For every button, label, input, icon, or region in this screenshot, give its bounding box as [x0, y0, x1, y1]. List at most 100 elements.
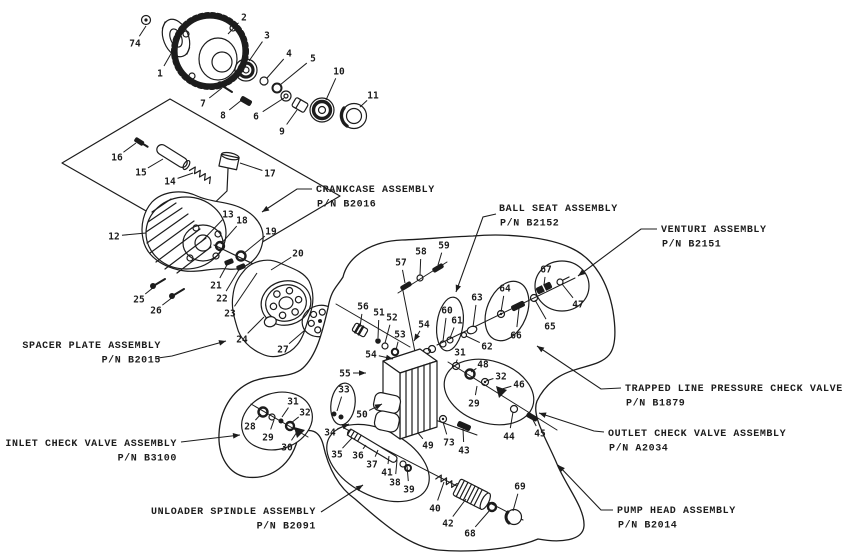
part-leader-line — [395, 341, 399, 351]
part-leader-line — [147, 158, 164, 169]
part-number-label: 30 — [281, 442, 293, 453]
part-number-label: 25 — [133, 294, 145, 305]
part-leader-line — [228, 98, 244, 111]
screw-16 — [134, 137, 149, 148]
part-number-label: 43 — [458, 445, 470, 456]
part-leader-line — [342, 437, 353, 449]
leader-arrowhead — [558, 465, 565, 472]
ring-39 — [404, 464, 412, 472]
part-leader-line — [239, 162, 263, 171]
part-leader-line — [472, 304, 477, 328]
part-number-label: 31 — [287, 396, 299, 407]
part-leader-line — [362, 444, 367, 450]
assembly-label-inlet-check-valve-assembly: INLET CHECK VALVE ASSEMBLY — [5, 439, 177, 450]
part-number-label: 64 — [499, 283, 511, 294]
part-leader-line — [500, 295, 505, 313]
assembly-label-venturi-assembly: VENTURI ASSEMBLY — [661, 225, 767, 236]
ball-69 — [504, 508, 523, 526]
crankcase-group — [141, 191, 275, 299]
seat-48 — [464, 368, 476, 380]
assembly-label-outlet-check-valve-assembly: OUTLET CHECK VALVE ASSEMBLY — [608, 429, 786, 440]
part-leader-line — [417, 432, 424, 440]
part-number-label: 36 — [352, 450, 364, 461]
part-number-label: 4 — [286, 48, 292, 59]
part-number-label: 14 — [164, 176, 176, 187]
part-number-label: 22 — [216, 293, 227, 304]
assembly-leader-line — [536, 345, 622, 390]
ball-31-inlet — [278, 418, 284, 424]
part-number-label: 44 — [503, 431, 515, 442]
bolt-57 — [400, 281, 412, 291]
part-number-label: 5 — [310, 53, 316, 64]
part-leader-line — [387, 455, 390, 465]
part-leader-line — [465, 335, 480, 344]
bolt-26 — [169, 288, 185, 299]
part-number-label: 48 — [477, 359, 489, 370]
bolt-43 — [457, 421, 471, 431]
part-leader-line — [470, 368, 477, 373]
part-number-label: 54 — [365, 349, 377, 360]
bearing-10 — [309, 97, 335, 123]
part-number-label: 32 — [299, 407, 310, 418]
part-number-label: 65 — [544, 321, 556, 332]
part-leader-line — [452, 498, 467, 517]
assembly-leader-line — [577, 228, 657, 277]
part-leader-line — [208, 87, 223, 99]
part-leader-line — [419, 258, 422, 276]
bearing-11 — [339, 102, 368, 130]
drive-end-parts — [140, 12, 368, 130]
ring-29-inlet — [268, 413, 276, 421]
part-number-label: 73 — [443, 437, 455, 448]
part-leader-line — [437, 481, 445, 501]
part-leader-line — [123, 142, 137, 153]
part-leader-line — [449, 327, 455, 339]
leader-arrowhead — [341, 424, 349, 430]
part-leader-line — [281, 407, 289, 418]
valve-66 — [511, 300, 525, 312]
leader-arrowhead — [539, 412, 547, 418]
part-leader-line — [266, 58, 285, 79]
part-leader-line — [234, 272, 258, 307]
part-leader-line — [512, 493, 519, 512]
washer-4 — [259, 76, 269, 86]
part-number-label: 57 — [395, 257, 406, 268]
part-leader-line — [121, 232, 147, 236]
part-leader-line — [534, 299, 547, 320]
part-number-label: 31 — [454, 347, 466, 358]
part-number-label: 47 — [572, 299, 583, 310]
assembly-label-pump-head-assembly: P/N B2014 — [618, 520, 677, 532]
part-number-label: 40 — [429, 503, 441, 514]
part-leader-line — [359, 313, 363, 328]
part-leader-line — [144, 286, 155, 295]
part-leader-line — [177, 172, 194, 179]
part-leader-line — [455, 359, 458, 364]
part-leader-line — [279, 62, 308, 86]
spacer-blob — [231, 259, 314, 358]
part-number-label: 58 — [415, 246, 427, 257]
part-number-label: 12 — [108, 231, 119, 242]
poppet-30 — [294, 427, 305, 438]
part-number-label: 45 — [534, 428, 546, 439]
part-number-label: 20 — [292, 248, 304, 259]
bolt-8 — [240, 96, 252, 106]
bolt-21 — [224, 258, 234, 266]
part-leader-line — [291, 431, 298, 441]
part-number-label: 7 — [200, 98, 206, 109]
plug-33a — [331, 411, 337, 417]
assembly-label-outlet-check-valve-assembly: P/N A2034 — [609, 443, 668, 455]
part-number-label: 23 — [224, 308, 236, 319]
part-leader-line — [227, 22, 239, 35]
part-leader-line — [325, 78, 337, 101]
part-number-label: 50 — [356, 409, 368, 420]
part-number-label: 63 — [471, 292, 483, 303]
part-leader-line — [270, 419, 275, 430]
bolt-59 — [432, 263, 444, 273]
part-number-label: 10 — [333, 66, 345, 77]
part-leader-line — [290, 416, 300, 424]
ring-62 — [460, 331, 468, 339]
assembly-leader-line — [261, 188, 312, 213]
part-number-label: 59 — [438, 240, 450, 251]
leader-arrowhead — [218, 340, 226, 346]
part-number-label: 26 — [150, 305, 162, 316]
